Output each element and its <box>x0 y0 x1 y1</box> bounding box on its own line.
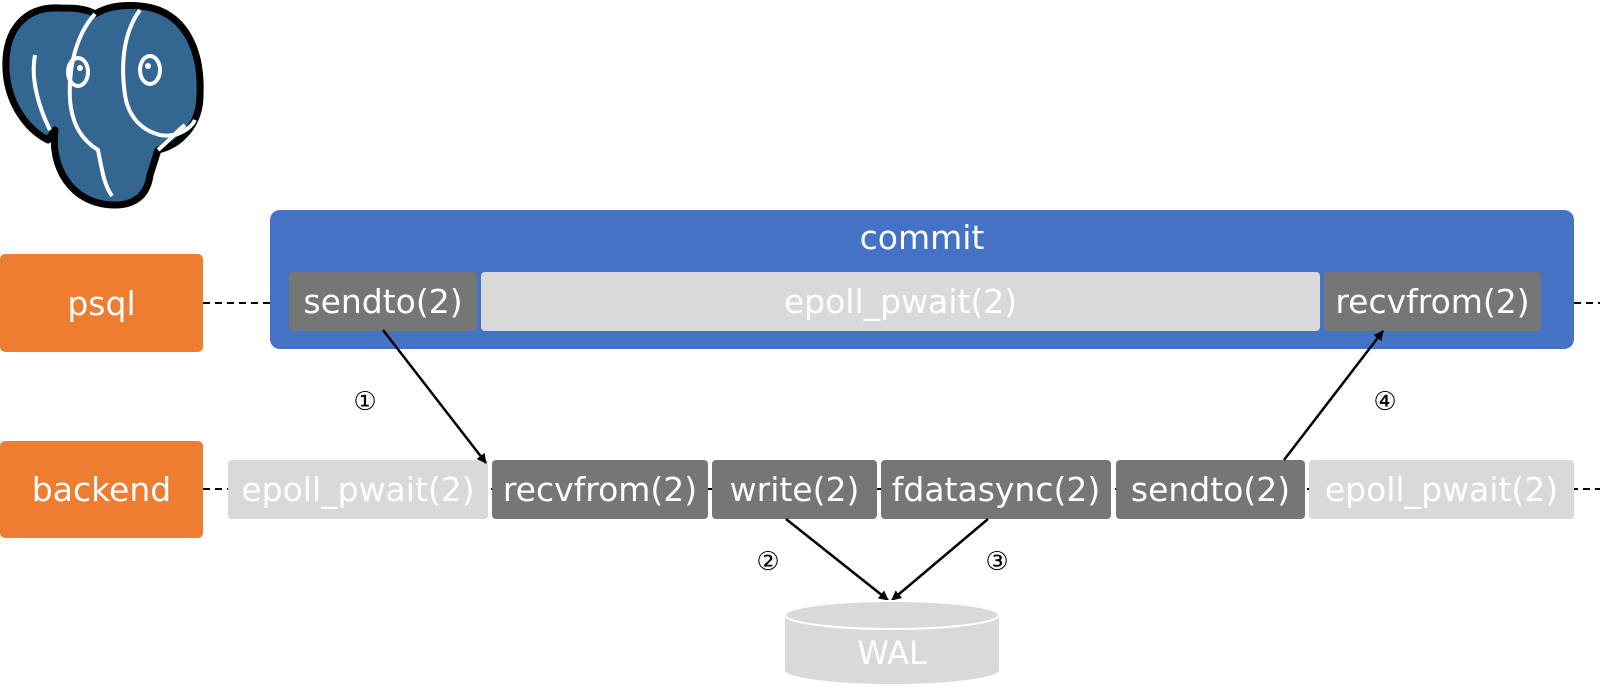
step-2-label: ② <box>756 547 779 577</box>
postgresql-elephant-logo <box>2 2 204 209</box>
backend-call-recvfrom: recvfrom(2) <box>492 460 708 519</box>
backend-call-epoll-pwait-after: epoll_pwait(2) <box>1309 460 1574 519</box>
psql-call-epoll-pwait: epoll_pwait(2) <box>481 272 1320 331</box>
step-1-label: ① <box>353 387 376 417</box>
arrow-step-4 <box>1283 330 1384 461</box>
psql-call-recvfrom: recvfrom(2) <box>1324 272 1541 331</box>
psql-call-sendto: sendto(2) <box>289 272 477 331</box>
wal-label: WAL <box>857 634 927 672</box>
backend-call-write: write(2) <box>712 460 877 519</box>
backend-actor: backend <box>0 441 203 538</box>
backend-call-fdatasync: fdatasync(2) <box>881 460 1111 519</box>
arrow-step-3 <box>891 518 989 601</box>
step-3-label: ③ <box>985 547 1008 577</box>
backend-call-sendto: sendto(2) <box>1116 460 1305 519</box>
backend-call-epoll-pwait-before: epoll_pwait(2) <box>228 460 488 519</box>
wal-cylinder: WAL <box>784 600 1000 684</box>
arrow-step-2 <box>785 518 889 601</box>
commit-title: commit <box>859 218 985 257</box>
arrow-step-1 <box>382 329 487 464</box>
step-4-label: ④ <box>1373 387 1396 417</box>
psql-actor: psql <box>0 254 203 352</box>
